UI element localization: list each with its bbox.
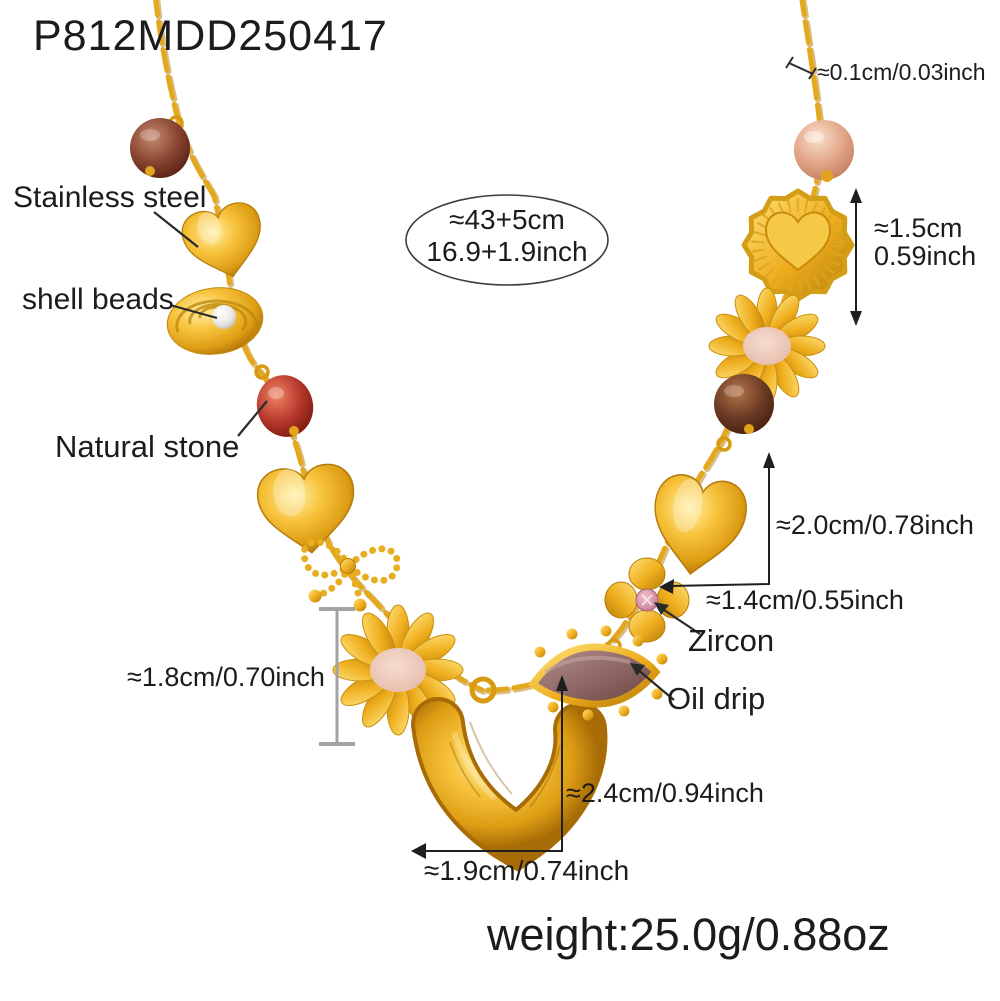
zircon-flower-charm bbox=[604, 557, 690, 643]
label-stainless-steel: Stainless steel bbox=[13, 181, 207, 214]
measure-medallion-inch: 0.59inch bbox=[874, 241, 977, 272]
measure-right-heart-and-flower bbox=[659, 452, 775, 594]
measure-big-heart-width-label: ≈1.9cm/0.74inch bbox=[424, 855, 630, 886]
puffed-heart-charm-left bbox=[254, 461, 361, 559]
daisy-right-center bbox=[743, 327, 791, 365]
measure-medallion-cm: ≈1.5cm bbox=[874, 213, 963, 243]
product-sku: P812MDD250417 bbox=[33, 12, 388, 60]
measure-big-heart bbox=[411, 675, 568, 859]
radiant-heart-medallion-charm bbox=[741, 188, 855, 302]
peach-stone-bead-charm bbox=[794, 120, 854, 182]
product-weight: weight:25.0g/0.88oz bbox=[487, 909, 890, 960]
label-shell-beads: shell beads bbox=[22, 283, 174, 316]
puffed-heart-charm-right bbox=[644, 470, 752, 582]
measure-daisy-label: ≈1.8cm/0.70inch bbox=[127, 662, 325, 692]
measure-medallion-label: ≈1.5cm 0.59inch bbox=[874, 214, 976, 271]
size-oval-outline bbox=[405, 194, 609, 286]
pointer-lines bbox=[153, 211, 701, 701]
label-oil-drip: Oil drip bbox=[667, 681, 766, 716]
oil-drip-pointer bbox=[630, 663, 675, 701]
stainless-steel-heart-charm bbox=[177, 197, 272, 287]
natural-stone-bead-charm bbox=[256, 375, 314, 437]
measure-big-heart-height-label: ≈2.4cm/0.94inch bbox=[566, 778, 764, 808]
measure-chain-thickness bbox=[785, 56, 817, 80]
measure-medallion-height bbox=[850, 188, 862, 326]
measure-chain-thickness-label: ≈0.1cm/0.03inch bbox=[817, 59, 986, 85]
zircon-pointer bbox=[654, 602, 701, 635]
bow-charm bbox=[300, 538, 401, 612]
shell-beads-pointer bbox=[169, 303, 218, 320]
chain-length-inch: 16.9+1.9inch bbox=[426, 236, 588, 267]
measure-daisy-height bbox=[319, 607, 355, 746]
daisy-charm-right bbox=[708, 287, 826, 405]
stainless-steel-pointer bbox=[153, 211, 199, 248]
measure-right-heart-label: ≈2.0cm/0.78inch bbox=[776, 510, 974, 540]
daisy-charm-left bbox=[332, 604, 464, 736]
daisy-left-center bbox=[370, 648, 426, 692]
brown-stone-bead-charm bbox=[714, 374, 774, 434]
chain-length-cm: ≈43+5cm bbox=[449, 204, 565, 235]
shell-bead-charm bbox=[166, 287, 264, 355]
hammered-heart-charm bbox=[411, 697, 608, 872]
label-natural-stone: Natural stone bbox=[55, 429, 240, 464]
measure-flower-label: ≈1.4cm/0.55inch bbox=[706, 585, 904, 615]
natural-stone-pointer bbox=[237, 400, 268, 437]
label-zircon: Zircon bbox=[688, 623, 775, 658]
agate-bead-charm bbox=[130, 118, 190, 178]
